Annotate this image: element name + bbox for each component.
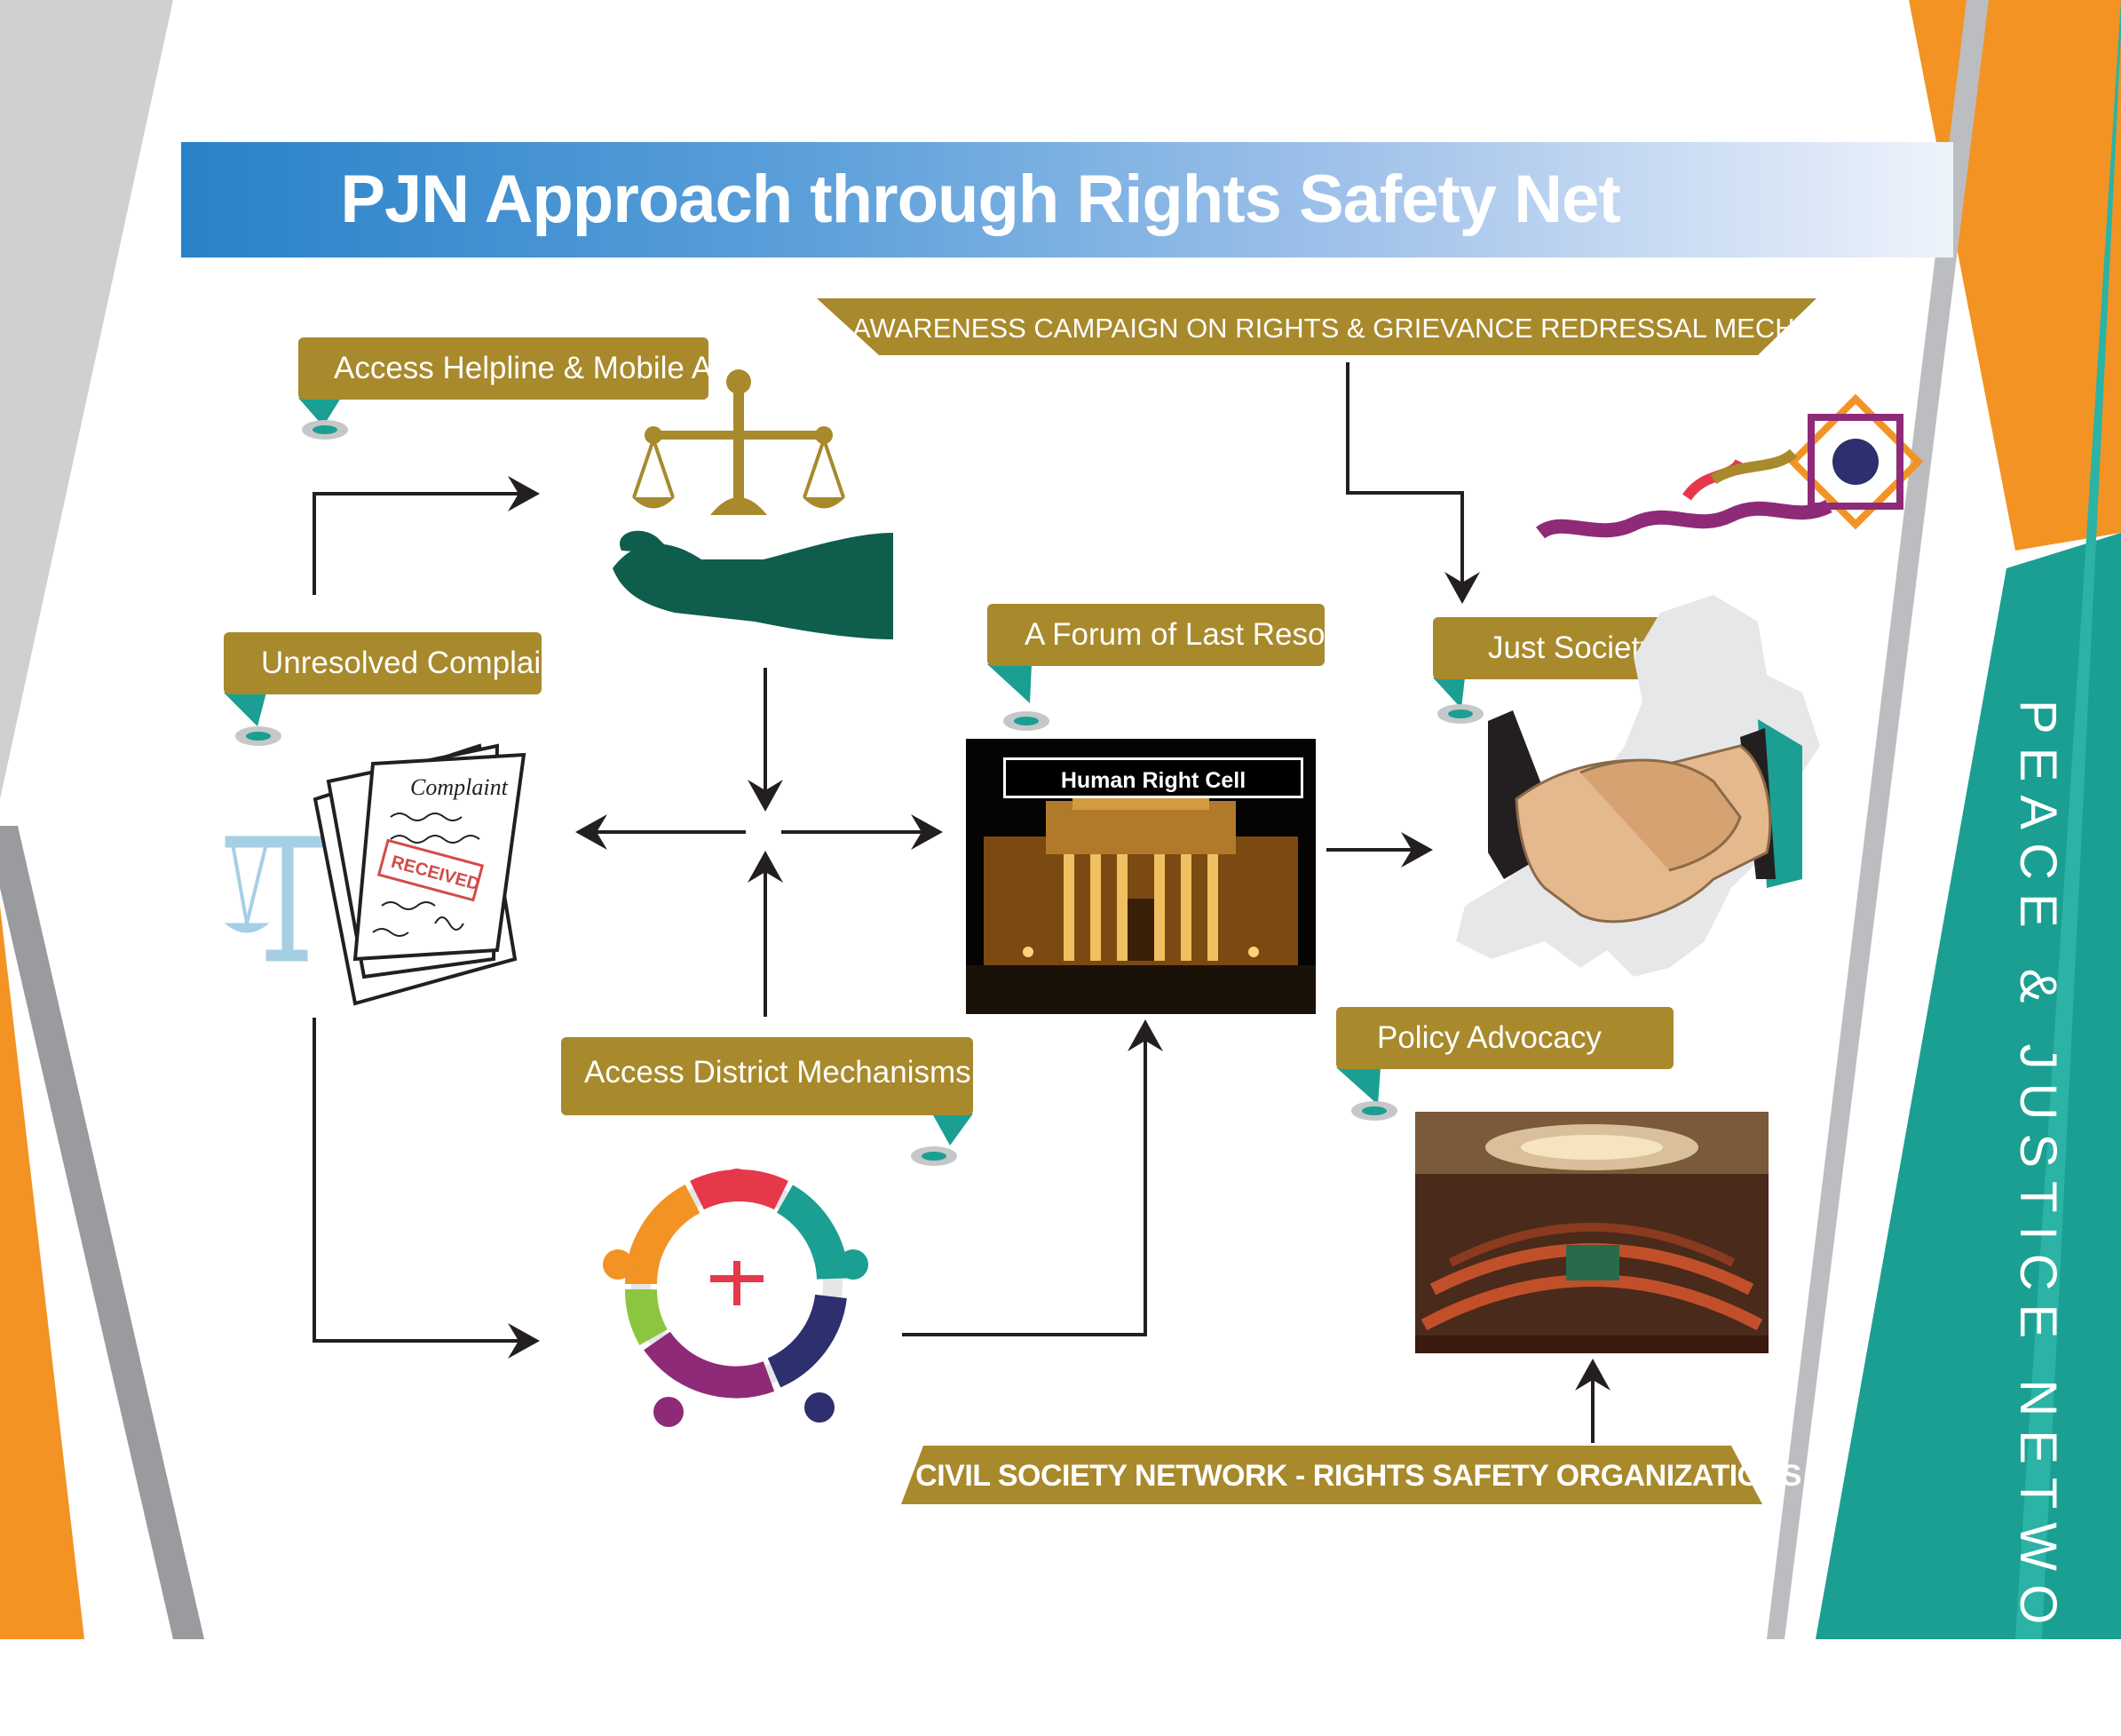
tag-district-mechanisms: Access District Mechanisms (561, 1037, 973, 1115)
arrow-to-helpline (313, 476, 540, 595)
human-right-cell-label: Human Right Cell (1003, 757, 1303, 798)
right-teal-stripe (2015, 0, 2121, 1639)
parliament-photo-icon (1415, 1112, 1769, 1353)
flow-arrows (313, 362, 1611, 1443)
banners (817, 298, 1816, 1504)
arrow-to-district (313, 1018, 540, 1359)
unresolved-pointer (224, 693, 266, 726)
right-gray-stripe (1767, 0, 1989, 1639)
arrow-awareness-to-society (1346, 362, 1480, 604)
policy-pointer (1336, 1067, 1381, 1105)
tag-unresolved-complaint: Unresolved Complaint (224, 632, 566, 694)
left-gray-panel (0, 0, 173, 799)
balance-scale-icon (224, 836, 324, 962)
page-title: PJN Approach through Rights Safety Net (340, 162, 1620, 237)
awareness-banner (817, 298, 1816, 355)
background-decorations (0, 0, 2121, 1639)
insaf-logo-icon (1536, 393, 1924, 539)
tag-forum-last-resort: A Forum of Last Resort (987, 604, 1344, 666)
complaint-documents-icon: Complaint RECEIVED (313, 743, 526, 1006)
tag-policy-advocacy: Policy Advocacy (1336, 1007, 1674, 1069)
just-pointer (1433, 678, 1465, 709)
arrow-district-to-cell (902, 1019, 1163, 1336)
peace-justice-network-label: PEACE & JUSTICE NETWORK (2009, 700, 2067, 1736)
forum-pointer (987, 664, 1032, 703)
helpline-pointer (298, 398, 341, 426)
civil-society-banner (901, 1446, 1762, 1504)
left-gray-stripe (0, 826, 204, 1639)
district-pointer (932, 1114, 973, 1145)
handshake-icon (1488, 710, 1802, 923)
civil-society-banner-text: CIVIL SOCIETY NETWORK - RIGHTS SAFETY OR… (915, 1459, 1801, 1493)
complaint-doc-heading: Complaint (410, 774, 509, 800)
tag-pointers (224, 398, 1484, 1166)
illustrations: Complaint RECEIVED (224, 369, 1924, 1427)
awareness-banner-text: AWARENESS CAMPAIGN ON RIGHTS & GRIEVANCE… (852, 313, 1901, 344)
title-bar: PJN Approach through Rights Safety Net (181, 142, 1953, 258)
left-orange-stripe (0, 906, 84, 1639)
tag-access-helpline: Access Helpline & Mobile App (298, 337, 747, 400)
people-circle-icon (603, 1169, 868, 1427)
justice-scale-hand-icon (613, 369, 893, 639)
